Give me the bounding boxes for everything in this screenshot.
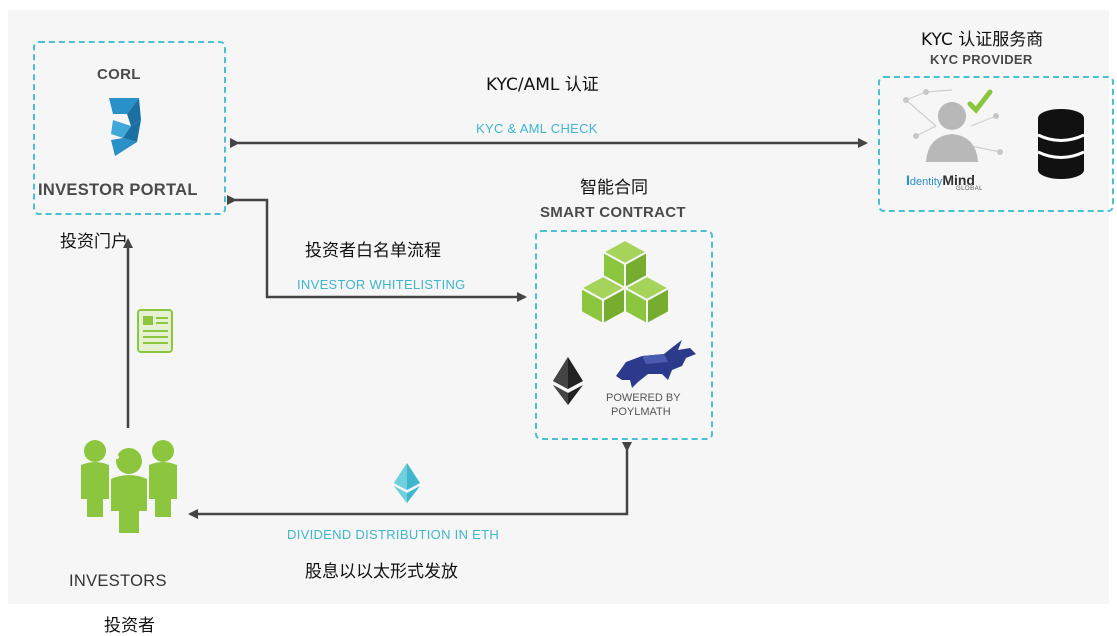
kyc-provider-cn: KYC 认证服务商 (921, 30, 1044, 50)
kyc-check-cn: KYC/AML 认证 (486, 75, 599, 95)
document-icon (137, 309, 173, 353)
identitymind-logo: IdentityMind GLOBAL (906, 172, 984, 192)
powered-by-label: POWERED BY (606, 392, 681, 404)
smart-contract-cn: 智能合同 (580, 178, 648, 198)
identitymind-logo-part1: dentity (909, 176, 943, 188)
corl-title: CORL (97, 66, 141, 83)
dividend-arrow (188, 442, 632, 519)
dividend-cn: 股息以以太形式发放 (305, 562, 458, 582)
database-icon (1037, 109, 1085, 179)
kyc-provider-box (878, 76, 1114, 212)
smart-contract-box (535, 230, 713, 440)
identity-network-icon (903, 89, 1003, 162)
investor-portal-cn: 投资门户 (60, 232, 128, 252)
whitelisting-label: INVESTOR WHITELISTING (297, 277, 466, 292)
polymath-label: POYLMATH (611, 406, 671, 418)
investors-group-icon (81, 440, 177, 533)
whitelisting-arrow (227, 195, 527, 302)
investors-label: INVESTORS (69, 572, 167, 590)
identitymind-logo-part2: Mind (942, 172, 975, 188)
kyc-check-label: KYC & AML CHECK (476, 121, 598, 136)
identitymind-logo-part3: GLOBAL (956, 186, 984, 192)
investors-cn: 投资者 (104, 616, 155, 636)
whitelisting-cn: 投资者白名单流程 (305, 241, 441, 261)
ethereum-icon (553, 357, 583, 405)
smart-contract-label: SMART CONTRACT (540, 204, 686, 221)
ether-diamond-icon (394, 463, 420, 503)
blocks-icon (578, 240, 672, 326)
kyc-provider-label: KYC PROVIDER (930, 52, 1033, 67)
investor-portal-label: INVESTOR PORTAL (38, 181, 198, 199)
dividend-label: DIVIDEND DISTRIBUTION IN ETH (287, 527, 500, 542)
bull-icon (616, 340, 696, 388)
investor-portal-box (33, 41, 226, 215)
corl-logo-icon (109, 98, 141, 156)
